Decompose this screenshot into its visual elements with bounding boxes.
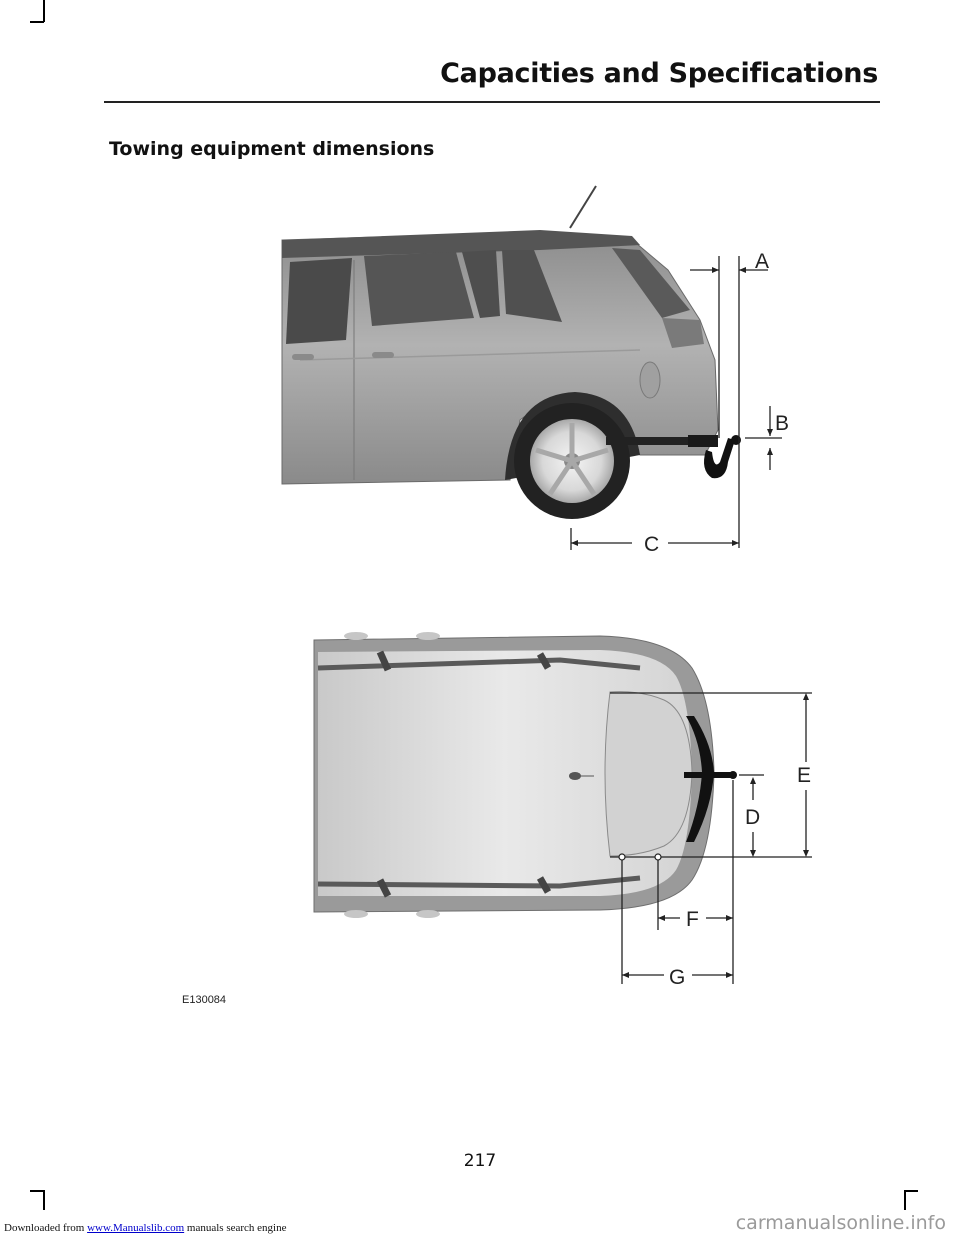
side-view-dimension-lines: [570, 256, 782, 550]
side-view-arrowheads: [571, 267, 773, 546]
dimension-label-g: G: [669, 966, 685, 989]
footer-suffix: manuals search engine: [186, 1222, 287, 1234]
dimension-label-a: A: [755, 250, 769, 273]
top-view-arrowheads: [622, 693, 809, 978]
dimension-label-f: F: [686, 908, 699, 931]
crop-mark: [30, 1190, 44, 1192]
side-view-car: [281, 185, 741, 519]
dimension-label-d: D: [745, 806, 760, 829]
title-divider: [104, 101, 880, 103]
crop-mark: [30, 21, 44, 23]
page-title: Capacities and Specifications: [440, 58, 878, 89]
top-view-dimension-lines: [610, 692, 812, 984]
section-heading: Towing equipment dimensions: [109, 138, 435, 160]
figure-code: E130084: [182, 994, 226, 1006]
crop-mark: [904, 1190, 906, 1210]
dimension-label-e: E: [797, 764, 811, 787]
dimension-label-c: C: [644, 533, 659, 556]
footer-prefix: Downloaded from: [4, 1222, 85, 1234]
top-view-mount-points: [618, 853, 662, 861]
crop-mark: [43, 0, 45, 22]
page-number: 217: [463, 1151, 497, 1171]
footer-line: Downloaded from www.Manualslib.com manua…: [4, 1222, 286, 1234]
watermark: carmanualsonline.info: [735, 1212, 946, 1234]
crop-mark: [43, 1190, 45, 1210]
crop-mark: [904, 1190, 918, 1192]
top-view-car: [313, 632, 737, 918]
dimension-label-b: B: [775, 412, 789, 435]
manualslib-link[interactable]: www.Manualslib.com: [87, 1222, 185, 1234]
